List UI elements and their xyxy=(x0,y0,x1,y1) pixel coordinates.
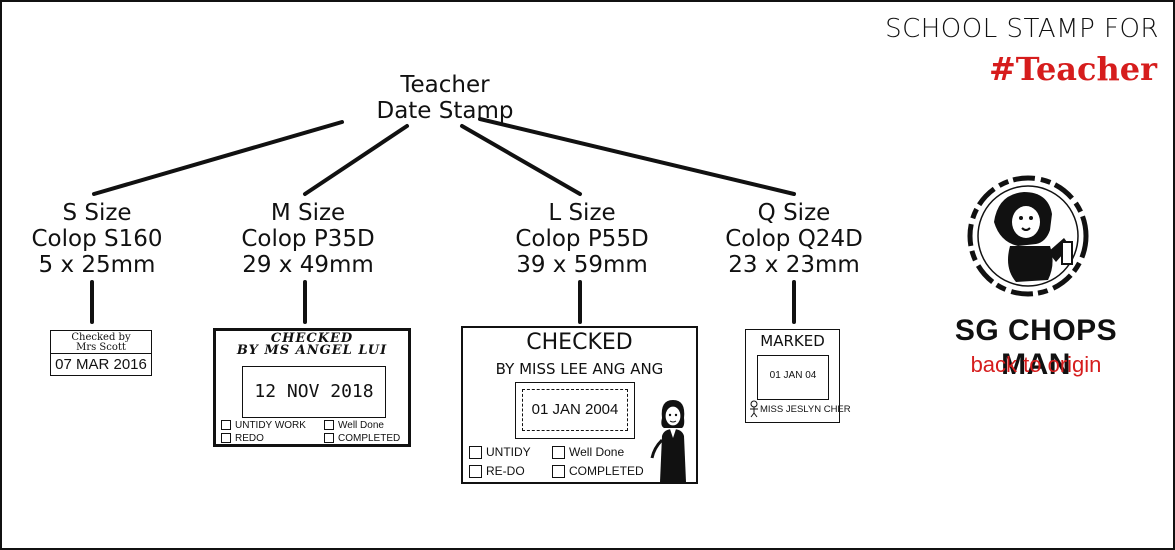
size-l-name: L Size xyxy=(548,200,616,226)
stamp-l-date-inner: 01 JAN 2004 xyxy=(522,389,628,431)
brand-heading: SCHOOL STAMP FOR xyxy=(885,14,1159,44)
stamp-s-date: 07 MAR 2016 xyxy=(55,356,147,373)
checkbox-icon xyxy=(221,420,231,431)
stamp-m-date: 12 NOV 2018 xyxy=(254,381,374,402)
stamp-l-option: Well Done xyxy=(552,445,625,460)
stamp-m-option-label: REDO xyxy=(235,433,264,444)
size-m-name: M Size xyxy=(270,200,346,226)
connector-root-q xyxy=(478,117,796,196)
checkbox-icon xyxy=(552,465,565,479)
stamp-m-header: CHECKED BY MS ANGEL LUI xyxy=(216,331,408,358)
stamp-m-option: UNTIDY WORK xyxy=(221,420,306,431)
connector-root-m xyxy=(303,124,409,196)
stamp-sample-q: MARKED 01 JAN 04 MISS JESLYN CHER xyxy=(745,329,851,423)
stamp-m-option-label: Well Done xyxy=(338,420,384,431)
logo-tagline: back to origin xyxy=(970,352,1102,377)
stamp-q-title: MARKED xyxy=(760,332,825,350)
checkbox-icon xyxy=(324,420,334,431)
stamp-m-option: Well Done xyxy=(324,420,384,431)
stamp-l-option-label: COMPLETED xyxy=(569,464,644,478)
connector-root-l xyxy=(460,124,582,196)
root-line1: Teacher xyxy=(400,72,490,98)
size-l-dimensions: 39 x 59mm xyxy=(516,252,648,278)
size-m-dimensions: 29 x 49mm xyxy=(242,252,374,278)
logo-title: SG CHOPS MAN xyxy=(954,314,1118,381)
size-q-name: Q Size xyxy=(757,200,831,226)
checkbox-icon xyxy=(469,465,482,479)
stamp-l-option: COMPLETED xyxy=(552,464,644,479)
stamp-m-date-box: 12 NOV 2018 xyxy=(242,366,386,418)
stamp-l-option-label: RE-DO xyxy=(486,464,525,478)
stamp-s-header: Checked by Mrs Scott xyxy=(51,333,151,353)
lion-logo-icon xyxy=(967,175,1089,297)
size-node-m: M Size Colop P35D 29 x 49mm xyxy=(208,200,408,278)
teacher-figure-icon xyxy=(750,400,758,418)
stamp-s-line1: Checked by xyxy=(71,332,131,343)
checkbox-icon xyxy=(221,433,231,444)
size-s-name: S Size xyxy=(62,200,132,226)
stamp-q-date: 01 JAN 04 xyxy=(769,370,817,381)
stamp-l-title: CHECKED xyxy=(526,330,633,355)
stamp-l-option: RE-DO xyxy=(469,464,525,479)
size-node-l: L Size Colop P55D 39 x 59mm xyxy=(482,200,682,278)
root-line2: Date Stamp xyxy=(376,98,514,124)
size-q-model: Colop Q24D xyxy=(725,226,863,252)
stamp-sample-s: Checked by Mrs Scott 07 MAR 2016 xyxy=(50,330,152,376)
size-q-dimensions: 23 x 23mm xyxy=(728,252,860,278)
stamp-m-option: COMPLETED xyxy=(324,433,400,444)
stamp-m-option: REDO xyxy=(221,433,264,444)
stamp-s-line2: Mrs Scott xyxy=(76,342,126,353)
teacher-illustration-icon xyxy=(650,400,686,482)
size-node-q: Q Size Colop Q24D 23 x 23mm xyxy=(694,200,894,278)
checkbox-icon xyxy=(552,446,565,460)
size-node-s: S Size Colop S160 5 x 25mm xyxy=(2,200,197,278)
root-node: Teacher Date Stamp xyxy=(345,72,545,124)
size-m-model: Colop P35D xyxy=(241,226,375,252)
stamp-sample-l: CHECKED BY MISS LEE ANG ANG 01 JAN 2004 … xyxy=(461,326,698,484)
stamp-q-date-box: 01 JAN 04 xyxy=(757,355,829,400)
stamp-m-option-label: UNTIDY WORK xyxy=(235,420,306,431)
stamp-l-subtitle: BY MISS LEE ANG ANG xyxy=(495,360,664,378)
stamp-l-option: UNTIDY xyxy=(469,445,531,460)
stamp-m-line2: BY MS ANGEL LUI xyxy=(236,343,388,358)
brand-hashtag: #Teacher xyxy=(988,50,1157,88)
stamp-l-option-label: UNTIDY xyxy=(486,445,531,459)
checkbox-icon xyxy=(324,433,334,444)
stamp-sample-m: CHECKED BY MS ANGEL LUI 12 NOV 2018 UNTI… xyxy=(213,328,411,447)
stamp-l-date: 01 JAN 2004 xyxy=(531,401,619,418)
stamp-m-line1: CHECKED xyxy=(270,331,354,346)
stamp-m-option-label: COMPLETED xyxy=(338,433,401,444)
stamp-l-option-label: Well Done xyxy=(569,445,625,459)
size-l-model: Colop P55D xyxy=(515,226,649,252)
stamp-l-date-box: 01 JAN 2004 xyxy=(515,382,635,439)
stamp-q-name: MISS JESLYN CHER xyxy=(760,404,851,415)
size-s-dimensions: 5 x 25mm xyxy=(38,252,156,278)
stamp-s-divider xyxy=(51,353,151,354)
checkbox-icon xyxy=(469,446,482,460)
size-s-model: Colop S160 xyxy=(31,226,163,252)
connector-root-s xyxy=(92,120,344,196)
